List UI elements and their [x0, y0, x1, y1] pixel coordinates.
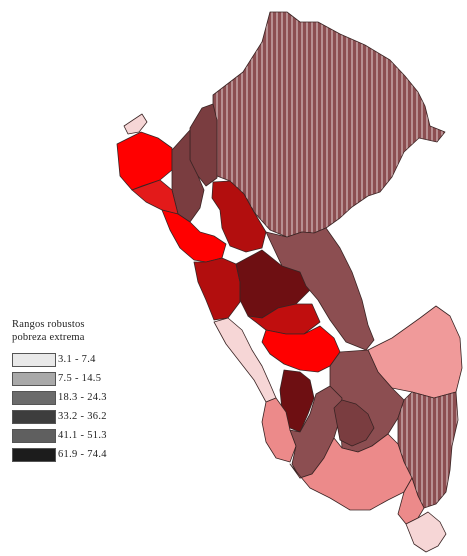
legend-title: Rangos robustos pobreza extrema: [12, 318, 128, 344]
legend-title-line2: pobreza extrema: [12, 332, 85, 343]
legend-swatch: [12, 428, 56, 443]
legend-label: 61.9 - 74.4: [58, 449, 107, 460]
region-huancavelica: [279, 369, 315, 433]
legend-label: 41.1 - 51.3: [58, 430, 107, 441]
legend-swatch: [12, 390, 56, 405]
region-ucayali: [265, 227, 375, 351]
region-lima: [213, 317, 277, 403]
region-arequipa: [289, 433, 413, 511]
legend-swatch: [12, 352, 56, 367]
region-tacna: [405, 511, 447, 553]
region-tumbes: [123, 113, 148, 135]
region-ica: [261, 397, 297, 463]
legend-item: 18.3 - 24.3: [12, 388, 128, 407]
legend-item: 41.1 - 51.3: [12, 426, 128, 445]
region-ayacucho: [289, 385, 343, 479]
legend-swatch: [12, 447, 56, 462]
region-piura: [116, 131, 173, 191]
region-ancash: [193, 257, 241, 321]
legend-label: 3.1 - 7.4: [58, 354, 96, 365]
region-la-libertad: [161, 209, 227, 263]
legend-label: 7.5 - 14.5: [58, 373, 102, 384]
legend-label: 18.3 - 24.3: [58, 392, 107, 403]
legend-item: 61.9 - 74.4: [12, 445, 128, 464]
legend-swatch: [12, 371, 56, 386]
region-moquegua: [397, 477, 425, 525]
legend-item: 3.1 - 7.4: [12, 350, 128, 369]
region-loreto: [212, 11, 446, 238]
legend: Rangos robustos pobreza extrema 3.1 - 7.…: [12, 318, 128, 464]
legend-label: 33.2 - 36.2: [58, 411, 107, 422]
legend-swatch: [12, 409, 56, 424]
legend-title-line1: Rangos robustos: [12, 319, 85, 330]
legend-item: 33.2 - 36.2: [12, 407, 128, 426]
region-san-martin: [211, 180, 267, 253]
region-apurimac: [333, 399, 375, 447]
legend-item: 7.5 - 14.5: [12, 369, 128, 388]
